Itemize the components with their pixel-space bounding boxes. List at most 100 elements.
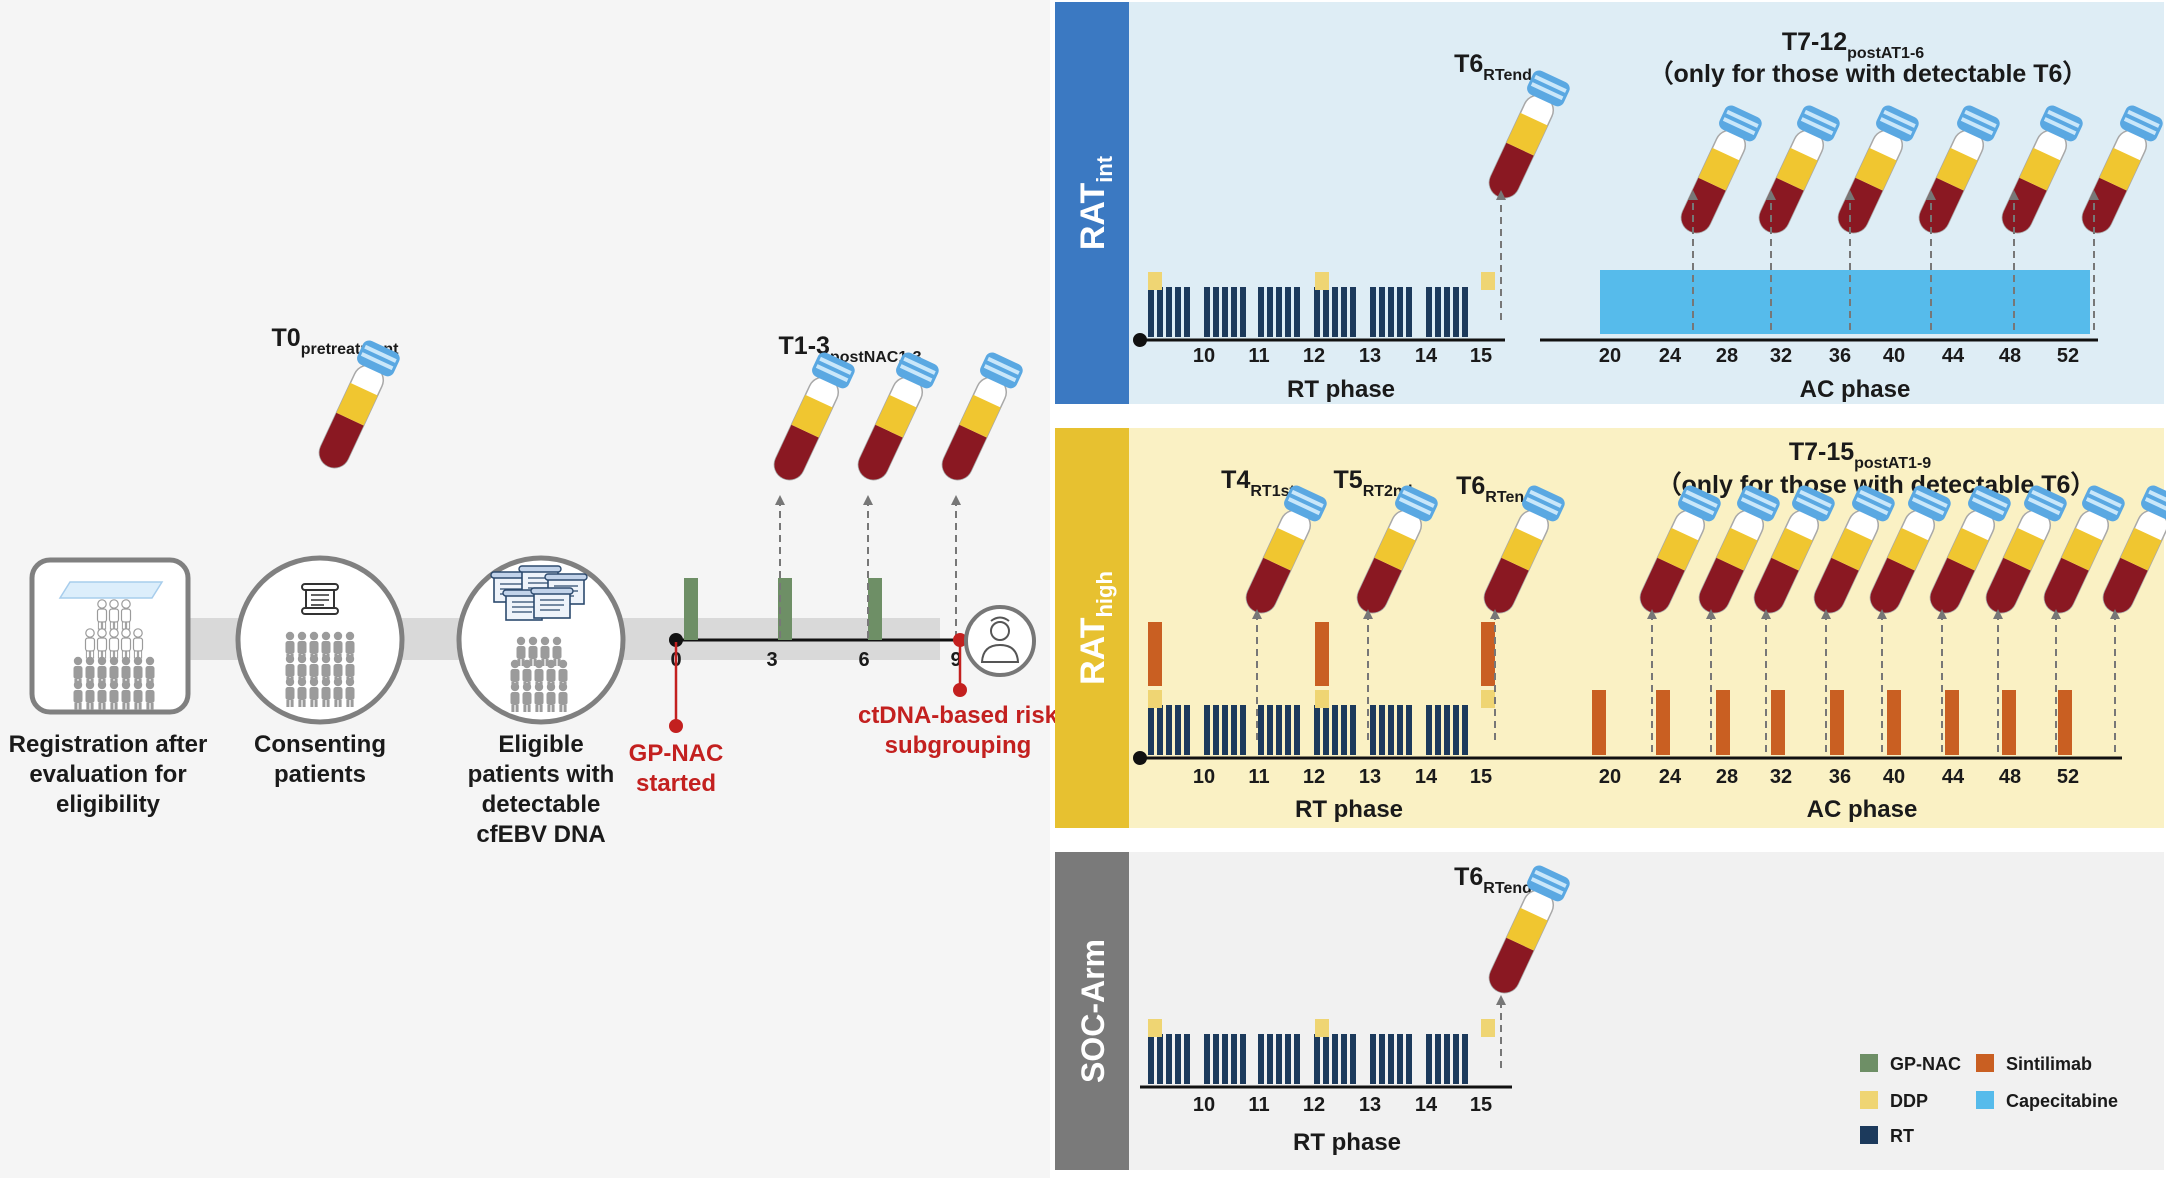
rt-fraction-bar [1341,705,1347,755]
rt-fraction-bar [1258,287,1264,337]
document-icon [530,587,574,619]
capecitabine-bar [1600,270,2090,334]
nac-tick-label: 9 [950,649,961,671]
step-label-line: cfEBV DNA [476,821,605,848]
step-label-line: patients [274,761,366,788]
rt-tick-label: 15 [1470,1094,1492,1116]
rt-fraction-bar [1166,287,1172,337]
rt-fraction-bar [1175,705,1181,755]
legend-label: Sintilimab [2006,1054,2092,1074]
gpnac-label: started [636,770,716,797]
consent-scroll-icon [301,583,339,615]
rt-fraction-bar [1406,705,1412,755]
rt-fraction-bar [1462,287,1468,337]
rt-fraction-bar [1370,287,1376,337]
rt-fraction-bar [1231,1034,1237,1084]
sintilimab-bar [1716,690,1730,755]
rt-fraction-bar [1332,1034,1338,1084]
rt-tick-label: 12 [1303,766,1325,788]
rt-fraction-bar [1213,1034,1219,1084]
rt-fraction-bar [1240,287,1246,337]
sintilimab-bar [1771,690,1785,755]
rt-phase-label: RT phase [1293,1129,1401,1156]
gp-nac-bar [868,578,882,640]
doctor-icon-head [990,621,1010,641]
rt-fraction-bar [1323,287,1329,337]
sintilimab-bar [1592,690,1606,755]
rt-tick-label: 13 [1359,766,1381,788]
ac-tick-label: 44 [1942,766,1965,788]
rt-fraction-bar [1370,705,1376,755]
rt-axis-start-int [1133,333,1147,347]
risk-marker-dot [953,683,967,697]
ddp-bar [1148,1019,1162,1037]
ac-tick-label: 32 [1770,766,1792,788]
rt-fraction-bar [1175,287,1181,337]
rt-fraction-bar [1240,705,1246,755]
ac-phase-label: AC phase [1800,376,1911,403]
legend-label: Capecitabine [2006,1091,2118,1111]
rt-tick-label: 11 [1248,1094,1269,1116]
rt-fraction-bar [1332,705,1338,755]
nac-axis-start [669,633,683,647]
ac-tick-label: 36 [1829,766,1851,788]
rt-fraction-bar [1285,287,1291,337]
sintilimab-bar [2002,690,2016,755]
legend-label: GP-NAC [1890,1054,1961,1074]
rt-fraction-bar [1444,705,1450,755]
rt-tick-label: 10 [1193,766,1215,788]
step-label-line: eligibility [56,791,161,818]
rt-fraction-bar [1453,1034,1459,1084]
T6-label-int: T6RTend [1454,50,1532,84]
rt-fraction-bar [1240,1034,1246,1084]
doctor-icon-cap [990,616,1010,622]
rt-fraction-bar [1426,1034,1432,1084]
sintilimab-bar [2058,690,2072,755]
rt-fraction-bar [1388,705,1394,755]
rt-fraction-bar [1204,287,1210,337]
ac-tick-label: 20 [1599,345,1621,367]
panel-high-arm-strip [1055,428,1129,828]
rt-fraction-bar [1231,287,1237,337]
rt-fraction-bar [1406,1034,1412,1084]
panel-int-arm-strip [1055,2,1129,404]
rt-fraction-bar [1397,705,1403,755]
step-label-line: Eligible [498,731,583,758]
legend-swatch [1976,1091,1994,1109]
rt-fraction-bar [1388,1034,1394,1084]
ac-tick-label: 20 [1599,766,1621,788]
rt-fraction-bar [1397,1034,1403,1084]
risk-label: subgrouping [885,732,1032,759]
sintilimab-bar [1830,690,1844,755]
ac-phase-label: AC phase [1807,796,1918,823]
rt-fraction-bar [1294,287,1300,337]
rt-tick-label: 12 [1303,1094,1325,1116]
rt-fraction-bar [1184,287,1190,337]
rt-fraction-bar [1285,1034,1291,1084]
rt-fraction-bar [1184,1034,1190,1084]
axis-start-high [1133,751,1147,765]
gp-nac-bar [684,578,698,640]
ac-tick-label: 28 [1716,345,1738,367]
legend-label: DDP [1890,1091,1928,1111]
rt-fraction-bar [1397,287,1403,337]
rt-fraction-bar [1350,705,1356,755]
T7-15-label: T7-15postAT1-9 [1789,438,1931,472]
rt-fraction-bar [1462,1034,1468,1084]
legend-swatch [1860,1054,1878,1072]
legend-label: RT [1890,1126,1914,1146]
rt-fraction-bar [1276,705,1282,755]
rt-fraction-bar [1332,287,1338,337]
rt-fraction-bar [1148,287,1154,337]
nac-tick-label: 3 [766,649,777,671]
ddp-bar [1315,1019,1329,1037]
ac-tick-label: 40 [1883,345,1905,367]
rt-fraction-bar [1157,1034,1163,1084]
arm-label-rat-high: RAThigh [1074,571,1117,685]
rt-tick-label: 11 [1248,766,1269,788]
rt-fraction-bar [1379,287,1385,337]
rt-fraction-bar [1426,705,1432,755]
rt-fraction-bar [1285,705,1291,755]
